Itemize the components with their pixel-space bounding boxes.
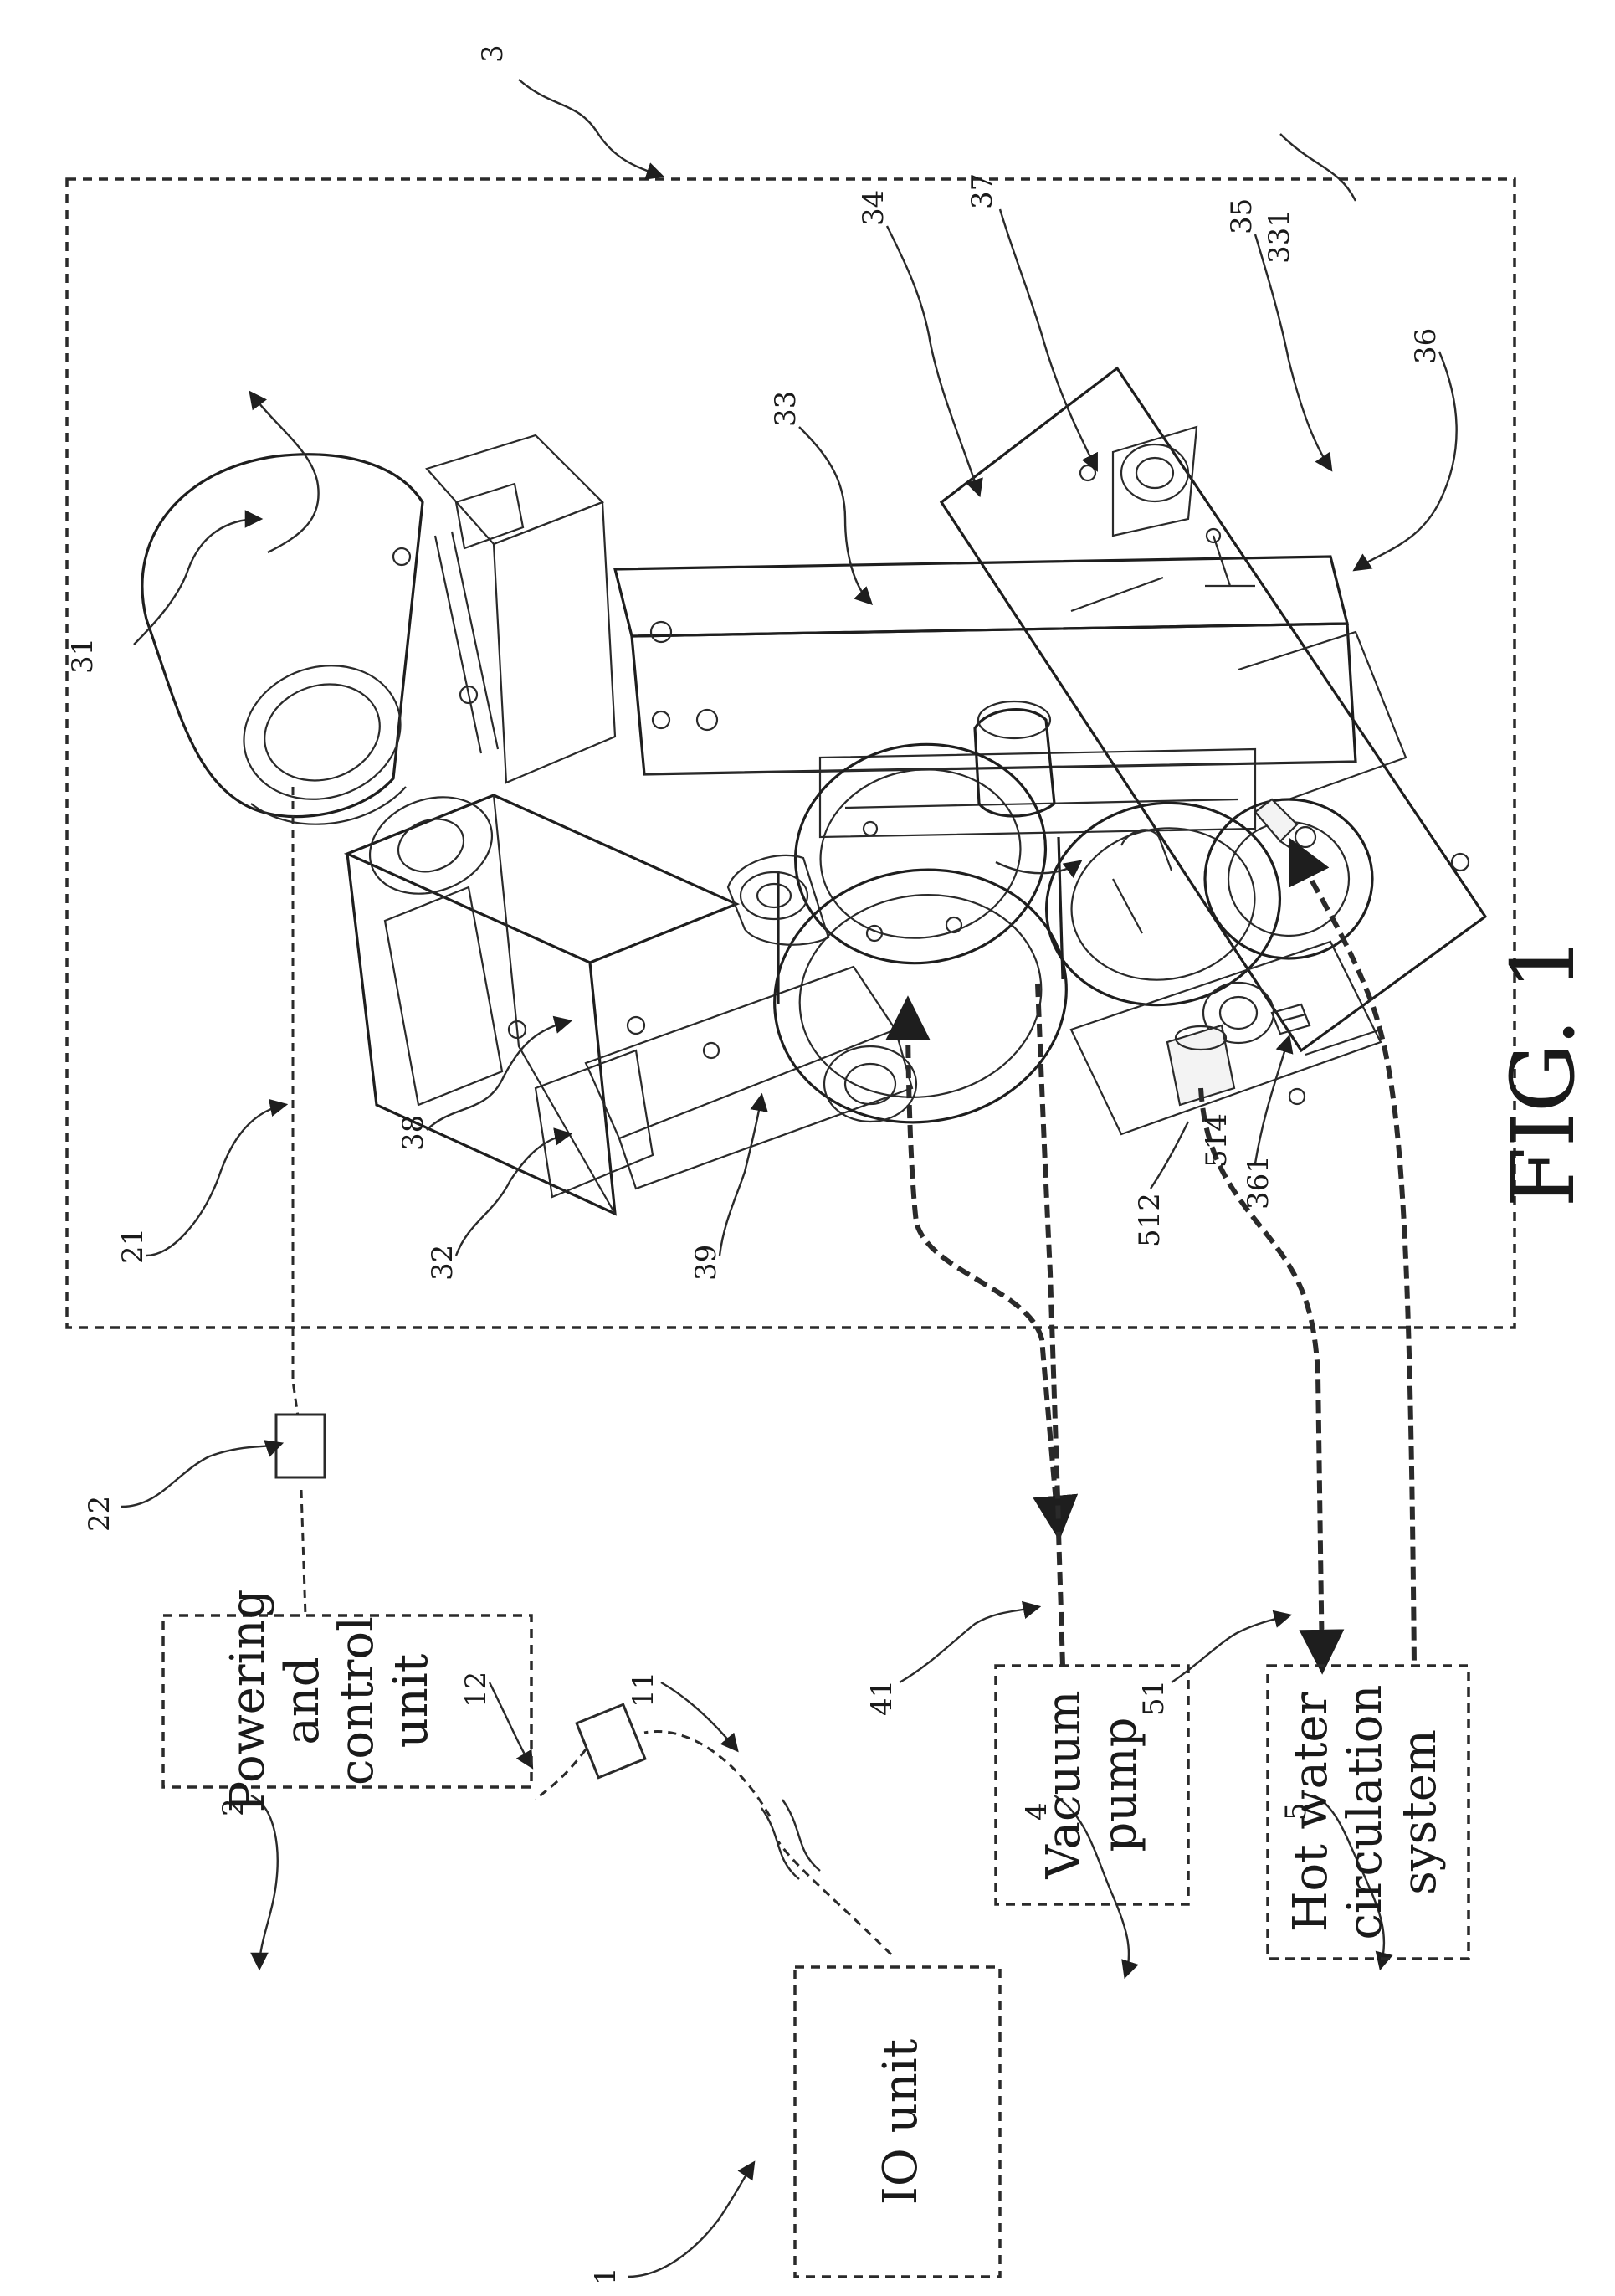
mechanical-assembly (142, 368, 1485, 1214)
svg-text:unit: unit (384, 1653, 438, 1748)
ref-41: 41 (865, 1680, 899, 1716)
ref-31: 31 (66, 638, 100, 674)
ref-3: 3 (476, 44, 510, 63)
upper-mount-plate (393, 435, 615, 783)
apparatus-frame (67, 179, 1515, 1328)
connector-box-12 (577, 1704, 645, 1777)
reference-numerals: 3 31 21 22 38 32 39 33 34 37 35 331 36 3… (66, 44, 1443, 2285)
io-unit-label: IO unit (874, 2038, 928, 2205)
figure-title: FIG. 1 (1492, 936, 1594, 1208)
svg-text:Powering: Powering (221, 1590, 275, 1813)
ref-331: 331 (1263, 209, 1296, 264)
line-41c (1059, 1532, 1063, 1666)
svg-text:Vacuum: Vacuum (1037, 1690, 1091, 1879)
line-51b (1293, 845, 1414, 1666)
ref-39: 39 (690, 1245, 723, 1281)
svg-text:circulation: circulation (1338, 1685, 1392, 1940)
svg-text:control: control (330, 1616, 384, 1785)
chamber-35 (1030, 785, 1372, 1043)
line-12-to-powering (536, 1749, 586, 1800)
chamber-34 (755, 725, 1087, 1145)
ref-512: 512 (1133, 1193, 1166, 1247)
line-21 (293, 787, 301, 1440)
break-mark (761, 1800, 820, 1879)
connector-box-22 (276, 1415, 325, 1477)
line-11b (644, 1731, 770, 1816)
ref-36: 36 (1409, 328, 1443, 364)
powering-control-label: Powering and control unit (221, 1590, 438, 1813)
ref-37: 37 (966, 173, 999, 209)
vacuum-pump-label: Vacuum pump (1037, 1690, 1147, 1879)
ref-22: 22 (83, 1496, 116, 1532)
svg-text:pump: pump (1093, 1718, 1147, 1852)
line-22-to-powering (301, 1490, 305, 1615)
svg-text:system: system (1392, 1729, 1447, 1895)
svg-text:and: and (275, 1657, 330, 1744)
line-41b (1038, 984, 1059, 1523)
ref-12: 12 (459, 1672, 493, 1708)
ref-1: 1 (589, 2267, 623, 2285)
ref-21: 21 (116, 1228, 150, 1264)
ref-5: 5 (1279, 1802, 1313, 1821)
ref-11: 11 (627, 1672, 660, 1708)
fitting-361 (1272, 1004, 1310, 1034)
ref-35: 35 (1225, 198, 1259, 234)
ref-32: 32 (426, 1245, 459, 1281)
main-plate-33 (615, 529, 1356, 837)
motor-31 (142, 455, 423, 824)
line-41a (908, 1004, 1059, 1532)
line-11 (778, 1841, 891, 1954)
ref-33: 33 (769, 391, 802, 427)
ref-4: 4 (1020, 1802, 1054, 1821)
ref-34: 34 (857, 190, 890, 226)
ref-514: 514 (1200, 1113, 1233, 1168)
ref-361: 361 (1242, 1155, 1275, 1210)
ref-51: 51 (1137, 1680, 1171, 1716)
ref-38: 38 (397, 1115, 430, 1151)
ref-2: 2 (217, 1798, 250, 1816)
